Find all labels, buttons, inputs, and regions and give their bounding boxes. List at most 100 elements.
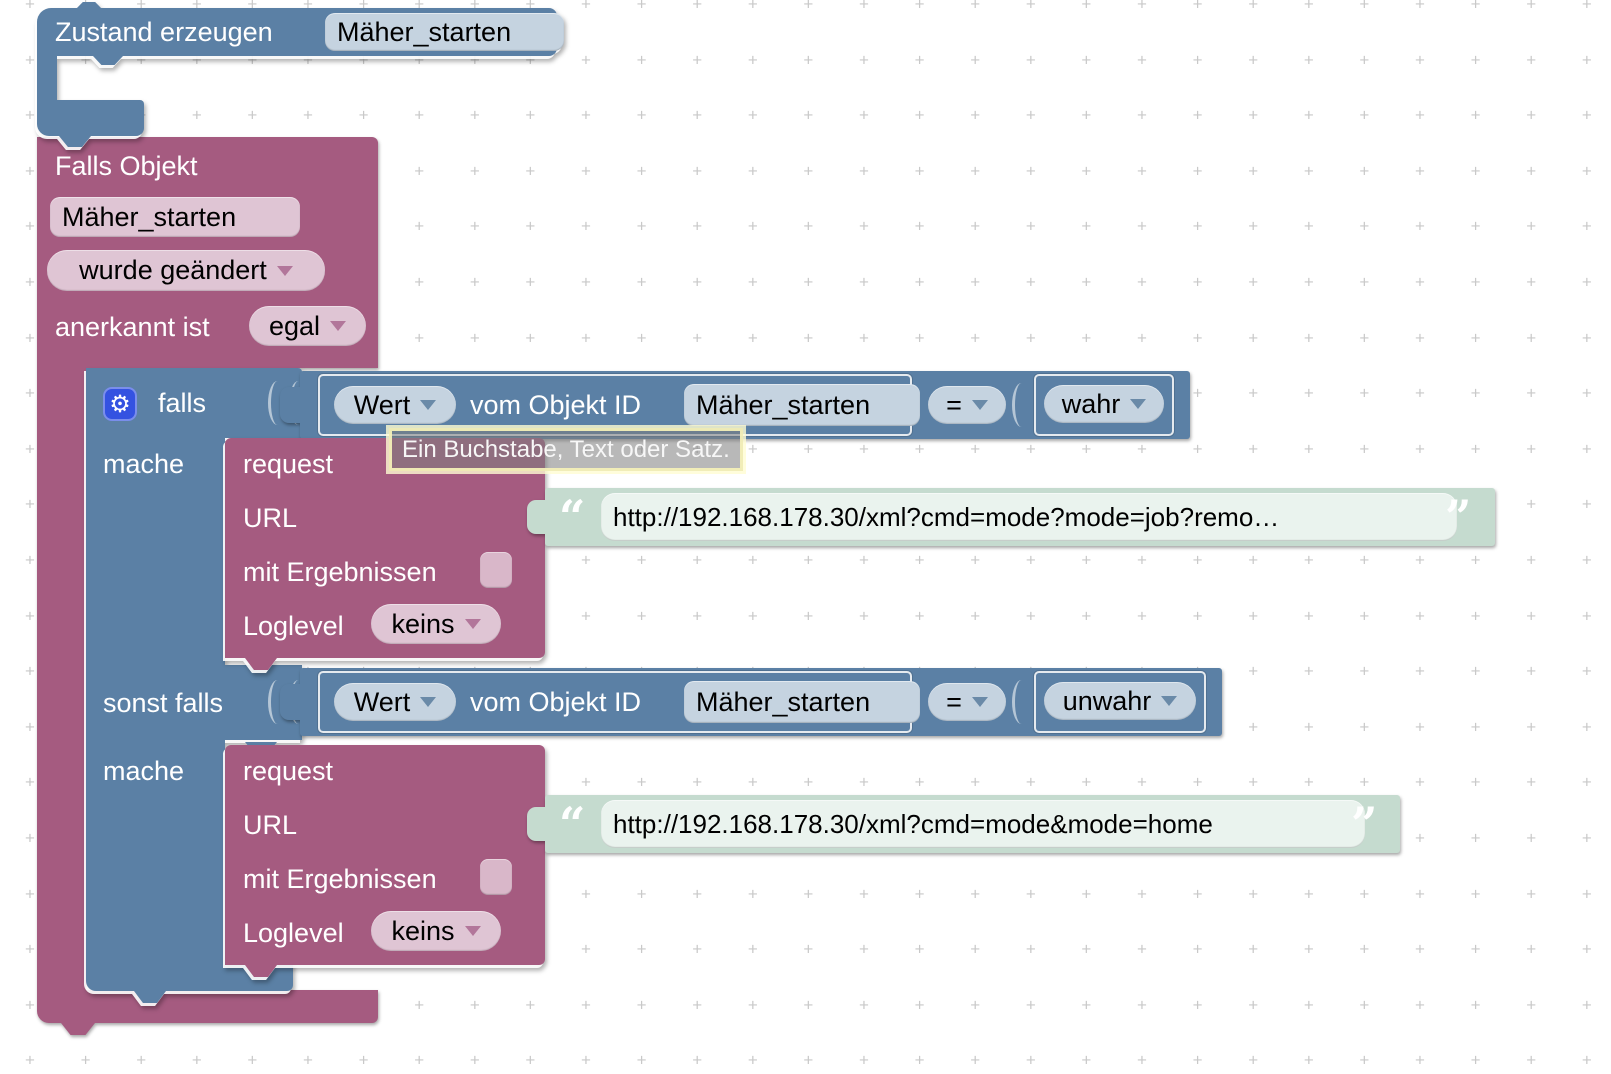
grid-cross: + [859, 550, 869, 570]
grid-cross: + [1192, 50, 1203, 70]
results-checkbox[interactable] [480, 552, 512, 588]
value-of-object-block[interactable]: Wert vom Objekt ID Mäher_starten [320, 376, 920, 434]
grid-cross: + [581, 161, 591, 181]
grid-cross: + [25, 216, 35, 236]
grid-cross: + [1470, 717, 1481, 737]
selector-label: Wert [353, 389, 411, 420]
url-text-field[interactable]: http://192.168.178.30/xml?cmd=mode&mode=… [601, 800, 1365, 848]
grid-cross: + [1526, 105, 1537, 125]
grid-cross: + [1359, 939, 1370, 959]
request-title: request [243, 448, 334, 479]
value-selector-dropdown[interactable]: Wert [334, 386, 456, 424]
grid-cross: + [1415, 884, 1425, 904]
grid-cross: + [1415, 328, 1425, 348]
grid-cross: + [1526, 828, 1537, 848]
grid-cross: + [469, 0, 480, 14]
grid-cross: + [1025, 772, 1036, 792]
grid-cross: + [303, 50, 313, 70]
grid-cross: + [1303, 995, 1314, 1015]
event-dropdown[interactable]: wurde geändert [47, 250, 325, 291]
grid-cross: + [25, 828, 35, 848]
grid-cross: + [136, 1050, 147, 1070]
bool-label: wahr [1061, 388, 1121, 419]
grid-cross: + [581, 0, 591, 14]
grid-cross: + [1581, 272, 1592, 292]
mutator-gear-icon[interactable]: ⚙ [103, 387, 137, 421]
grid-cross: + [1581, 439, 1592, 459]
grid-cross: + [1303, 0, 1314, 14]
grid-cross: + [1137, 939, 1147, 959]
grid-cross: + [1470, 884, 1481, 904]
zustand-left-column [37, 56, 57, 108]
grid-cross: + [803, 884, 814, 904]
grid-cross: + [1415, 717, 1425, 737]
grid-cross: + [1581, 105, 1592, 125]
grid-cross: + [970, 272, 981, 292]
grid-cross: + [803, 772, 814, 792]
grid-cross: + [581, 105, 591, 125]
grid-cross: + [1470, 105, 1481, 125]
grid-cross: + [1303, 161, 1314, 181]
grid-cross: + [525, 995, 536, 1015]
grid-cross: + [1025, 606, 1036, 626]
grid-cross: + [414, 161, 425, 181]
grid-cross: + [414, 272, 425, 292]
grid-cross: + [1359, 606, 1370, 626]
grid-cross: + [1303, 606, 1314, 626]
grid-cross: + [1025, 884, 1036, 904]
grid-cross: + [914, 0, 925, 14]
logic-value-block[interactable]: unwahr [1036, 673, 1204, 731]
url-text-field[interactable]: http://192.168.178.30/xml?cmd=mode?mode=… [601, 493, 1457, 541]
grid-cross: + [692, 272, 703, 292]
grid-cross: + [1303, 105, 1314, 125]
grid-cross: + [414, 105, 425, 125]
grid-cross: + [1470, 995, 1481, 1015]
grid-cross: + [914, 272, 925, 292]
grid-cross: + [747, 50, 758, 70]
value-selector-dropdown[interactable]: Wert [334, 683, 456, 721]
output-tab [527, 500, 547, 534]
falls-objekt-title: Falls Objekt [55, 150, 198, 181]
grid-cross: + [803, 50, 814, 70]
grid-cross: + [1137, 884, 1147, 904]
grid-cross: + [25, 884, 35, 904]
grid-cross: + [25, 606, 35, 626]
grid-cross: + [247, 50, 258, 70]
grid-cross: + [1359, 661, 1370, 681]
object-id-field[interactable]: Mäher_starten [684, 681, 920, 723]
loglevel-dropdown[interactable]: keins [371, 911, 501, 951]
bool-dropdown[interactable]: wahr [1044, 385, 1164, 423]
grid-cross: + [914, 772, 925, 792]
grid-cross: + [1415, 606, 1425, 626]
grid-cross: + [970, 50, 981, 70]
value-of-object-block[interactable]: Wert vom Objekt ID Mäher_starten [320, 673, 920, 731]
grid-cross: + [1137, 606, 1147, 626]
operator-dropdown[interactable]: = [928, 386, 1006, 424]
ack-dropdown[interactable]: egal [249, 306, 366, 346]
grid-cross: + [1470, 1050, 1481, 1070]
grid-cross: + [1192, 1050, 1203, 1070]
grid-cross: + [25, 717, 35, 737]
grid-cross: + [1137, 0, 1147, 14]
grid-cross: + [1359, 50, 1370, 70]
grid-cross: + [525, 0, 536, 14]
dropdown-caret-icon [971, 400, 988, 410]
operator-dropdown[interactable]: = [928, 683, 1006, 721]
elseif-row [86, 665, 302, 740]
logic-value-block[interactable]: wahr [1036, 376, 1172, 434]
object-id-field[interactable]: Mäher_starten [684, 384, 920, 426]
loglevel-dropdown[interactable]: keins [371, 604, 501, 644]
grid-cross: + [1526, 50, 1537, 70]
grid-cross: + [1081, 884, 1092, 904]
grid-cross: + [25, 383, 35, 403]
grid-cross: + [970, 328, 981, 348]
bool-dropdown[interactable]: unwahr [1044, 682, 1196, 720]
grid-cross: + [859, 772, 869, 792]
grid-cross: + [1470, 439, 1481, 459]
object-id-field[interactable]: Mäher_starten [50, 197, 300, 237]
grid-cross: + [636, 550, 647, 570]
zustand-object-field[interactable]: Mäher_starten [325, 13, 564, 51]
grid-cross: + [692, 328, 703, 348]
grid-cross: + [1248, 884, 1259, 904]
results-checkbox[interactable] [480, 859, 512, 895]
